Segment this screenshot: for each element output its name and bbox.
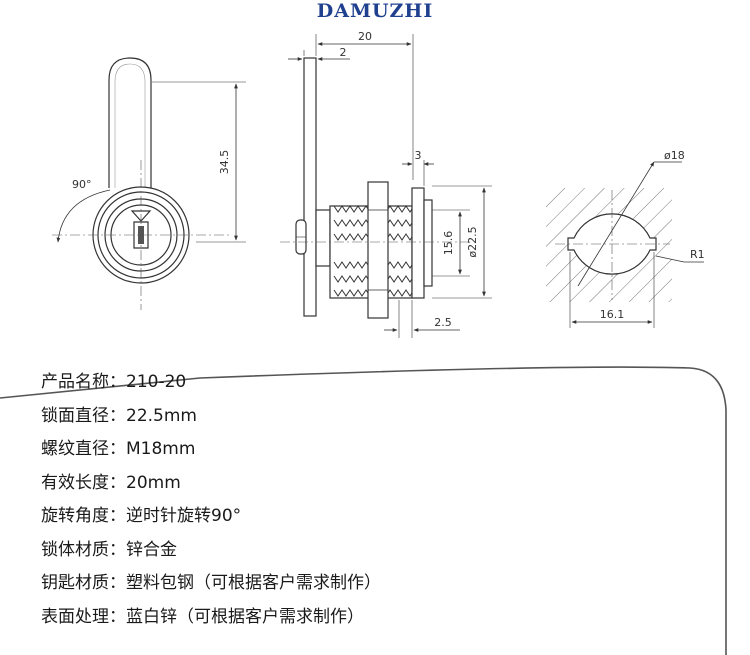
lock-flange xyxy=(411,187,425,299)
nut xyxy=(367,181,389,319)
dim-radius-label: R1 xyxy=(690,248,705,261)
spec-row-rotation: 旋转角度：逆时针旋转90° xyxy=(41,500,381,534)
cam-plate xyxy=(303,57,317,317)
cutout-view xyxy=(546,161,704,328)
spec-row-face-diameter: 锁面直径：22.5mm xyxy=(41,400,381,434)
spec-label: 有效长度： xyxy=(41,472,126,493)
spec-row-name: 产品名称：210-20 xyxy=(41,366,381,400)
dim-bottom-label: 2.5 xyxy=(434,316,452,329)
dim-plate-label: 2 xyxy=(340,46,347,59)
height-label: 34.5 xyxy=(218,150,231,175)
spec-label: 锁面直径： xyxy=(41,405,126,426)
key-slot xyxy=(133,221,149,249)
spec-row-thread-diameter: 螺纹直径：M18mm xyxy=(41,433,381,467)
spec-value: 塑料包钢（可根据客户需求制作） xyxy=(126,573,381,593)
front-view xyxy=(52,57,246,310)
spec-row-surface: 表面处理：蓝白锌（可根据客户需求制作） xyxy=(41,601,381,635)
spec-value: 20mm xyxy=(126,472,181,493)
technical-drawing: 34.5 90° xyxy=(52,30,705,338)
spec-label: 钥匙材质： xyxy=(41,573,126,593)
spec-list: 产品名称：210-20 锁面直径：22.5mm 螺纹直径：M18mm 有效长度：… xyxy=(41,366,381,634)
spec-row-key-material: 钥匙材质：塑料包钢（可根据客户需求制作） xyxy=(41,567,381,601)
spec-value: 蓝白锌（可根据客户需求制作） xyxy=(126,606,364,627)
dim-flange-label: 3 xyxy=(415,149,422,162)
dim-width-label: 16.1 xyxy=(600,308,625,321)
rotation-label: 90° xyxy=(72,178,92,191)
spec-value: 逆时针旋转90° xyxy=(126,506,242,526)
dim-hole-label: ø18 xyxy=(664,149,685,162)
spec-row-body-material: 锁体材质：锌合金 xyxy=(41,534,381,568)
dim-diameter-label: ø22.5 xyxy=(466,226,479,257)
spec-label: 表面处理： xyxy=(41,606,126,627)
side-view xyxy=(280,34,492,338)
brand-logo: DAMUZHI xyxy=(316,0,434,22)
spec-value: 210-20 xyxy=(126,372,187,392)
cam-tongue xyxy=(108,57,152,188)
decorative-divider xyxy=(0,366,727,655)
dim-thread-label: 15.6 xyxy=(442,231,455,256)
spec-label: 旋转角度： xyxy=(41,506,126,526)
dim-length-label: 20 xyxy=(358,30,372,43)
spec-label: 产品名称： xyxy=(41,372,126,392)
spec-label: 螺纹直径： xyxy=(41,439,126,459)
spec-value: 锌合金 xyxy=(126,539,177,560)
spec-value: M18mm xyxy=(126,439,196,459)
spec-value: 22.5mm xyxy=(126,405,197,426)
spec-label: 锁体材质： xyxy=(41,539,126,560)
spec-row-length: 有效长度：20mm xyxy=(41,467,381,501)
